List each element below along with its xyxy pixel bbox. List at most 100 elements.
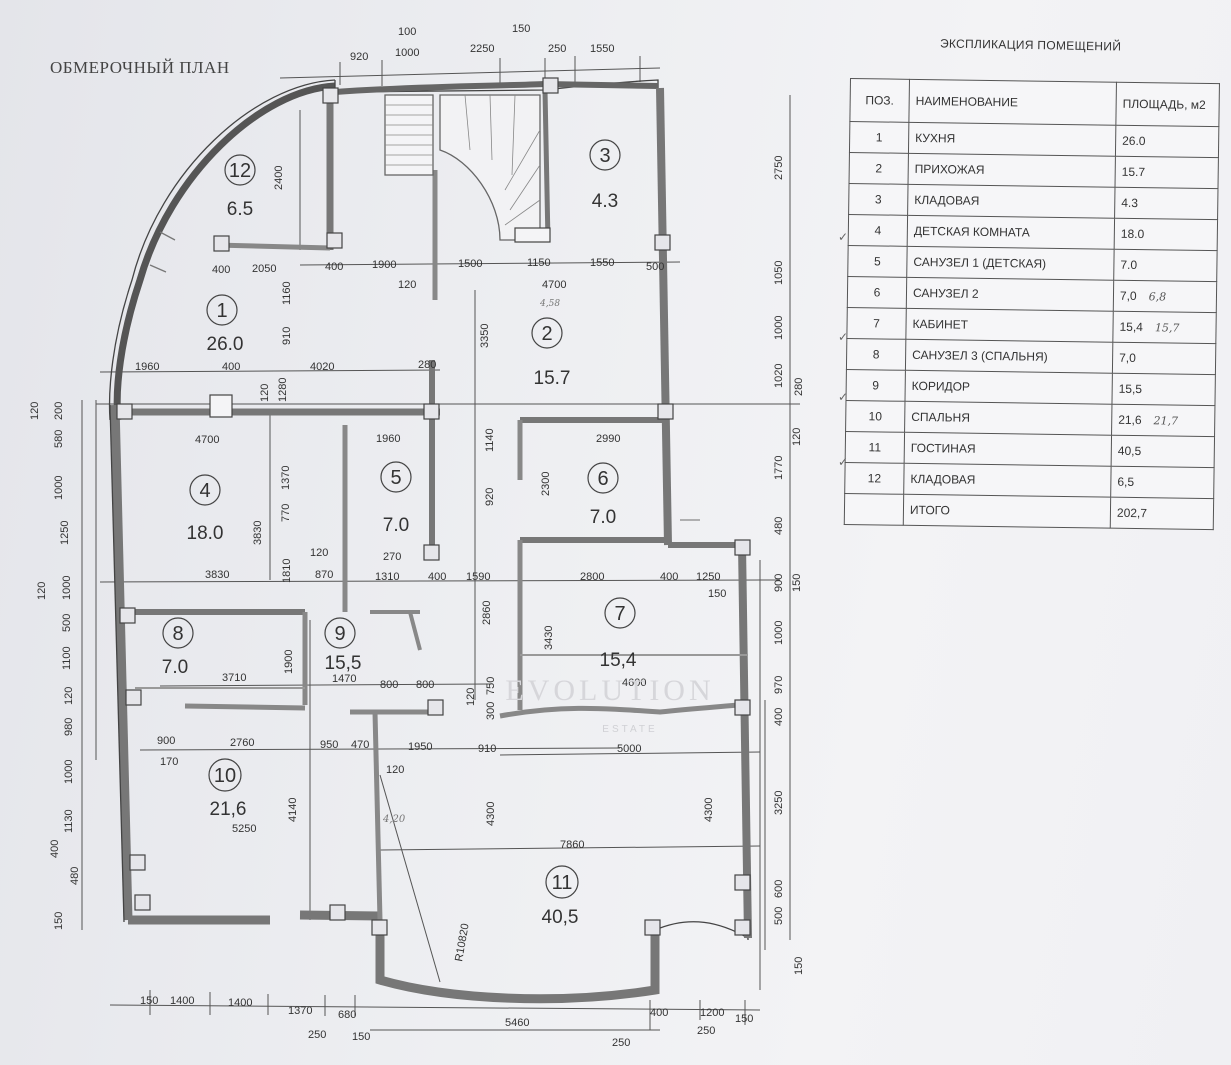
room-9-number: 9	[334, 623, 345, 645]
dim-label: 1370	[280, 466, 292, 490]
row-name: САНУЗЕЛ 3 (СПАЛЬНЯ)	[905, 339, 1113, 374]
row-pos	[844, 493, 904, 526]
dim-label: 4600	[622, 677, 646, 689]
row-area-note: 15,7	[1154, 321, 1180, 335]
dim-label: 120	[63, 687, 75, 705]
dim-label: 980	[63, 718, 75, 736]
plan-title: ОБМЕРОЧНЫЙ ПЛАН	[50, 58, 230, 77]
dim-label: 1400	[228, 997, 252, 1009]
margin-checkmarks: ✓ ✓ ✓ ✓	[838, 230, 854, 470]
dim-label: 1250	[59, 521, 71, 545]
row-name: СПАЛЬНЯ	[904, 401, 1112, 436]
dim-label: 5460	[505, 1017, 529, 1029]
dim-label: 120	[29, 402, 41, 420]
dim-label: 1590	[466, 571, 490, 583]
dim-label: 500	[61, 614, 73, 632]
room-1-area: 26.0	[207, 334, 244, 355]
dim-label: 1000	[61, 576, 73, 600]
table-header-row: ПОЗ. НАИМЕНОВАНИЕ ПЛОЩАДЬ, м2	[849, 78, 1220, 127]
dim-label: 200	[53, 402, 65, 420]
dim-label: 120	[310, 547, 328, 559]
dim-label: 2250	[470, 43, 494, 55]
total-label: ИТОГО	[903, 494, 1111, 529]
dim-label: 680	[338, 1009, 356, 1021]
dim-label: 150	[140, 995, 158, 1007]
dim-label: 3710	[222, 672, 246, 684]
dim-label: 4700	[195, 434, 219, 446]
dim-label: 120	[259, 384, 271, 402]
row-area: 15.7	[1115, 156, 1219, 189]
room-4-area: 18.0	[187, 523, 224, 544]
header-pos: ПОЗ.	[849, 78, 910, 123]
dim-label: 150	[708, 588, 726, 600]
dim-label: 150	[352, 1031, 370, 1043]
row-area: 4.3	[1114, 187, 1218, 220]
dim-label: 1000	[63, 760, 75, 784]
dim-label: 500	[773, 907, 785, 925]
dim-label: 1000	[773, 316, 785, 340]
room-8-number: 8	[172, 623, 183, 645]
dim-label: 1550	[590, 257, 614, 269]
room-5-area: 7.0	[383, 515, 409, 536]
row-area-value: 7,0	[1119, 350, 1136, 366]
dim-label: 120	[791, 428, 803, 446]
room-8-area: 7.0	[162, 657, 188, 678]
room-6-number: 6	[597, 468, 608, 490]
dim-label: 280	[793, 378, 805, 396]
row-area-value: 40,5	[1117, 443, 1142, 459]
room-10-area: 21,6	[210, 799, 247, 820]
dim-label: 1960	[376, 433, 400, 445]
row-area-value: 21,6	[1118, 412, 1142, 428]
dim-label: 120	[465, 688, 477, 706]
row-pos: 8	[846, 338, 906, 371]
dim-label: 870	[315, 569, 333, 581]
dim-label: 400	[428, 571, 446, 583]
dim-label: 2800	[580, 571, 604, 583]
room-6-area: 7.0	[590, 507, 616, 528]
dim-label: 250	[548, 43, 566, 55]
dim-label: 150	[512, 23, 530, 35]
dim-label: 400	[212, 264, 230, 276]
row-area: 15,5	[1111, 373, 1216, 406]
dim-label: 400	[650, 1007, 668, 1019]
dim-label: 1140	[484, 428, 496, 452]
room-2-number: 2	[541, 323, 552, 345]
dim-label: 470	[351, 739, 369, 751]
dim-label: 1020	[773, 364, 785, 388]
room-9-area: 15,5	[325, 653, 362, 674]
row-pos: 7	[846, 307, 907, 340]
row-pos: 10	[845, 400, 905, 433]
row-name: САНУЗЕЛ 1 (ДЕТСКАЯ)	[906, 246, 1115, 281]
row-pos: 5	[847, 245, 908, 278]
dim-label: 2860	[481, 601, 493, 625]
dim-label: 1150	[527, 257, 551, 269]
check-mark: ✓	[838, 330, 849, 344]
dim-label: 900	[773, 574, 785, 592]
dim-label: 250	[697, 1025, 715, 1037]
dim-label: 910	[281, 327, 293, 345]
dim-label: 2990	[596, 433, 620, 445]
dim-label: 100	[398, 26, 416, 38]
watermark: EVOLUTION	[505, 674, 714, 707]
dim-label: 1900	[372, 259, 396, 271]
dim-label: 2750	[773, 156, 785, 180]
dim-label: 170	[160, 756, 178, 768]
dim-label: 900	[157, 735, 175, 747]
dim-label: 1810	[281, 559, 293, 583]
dim-label: 1400	[170, 995, 194, 1007]
dim-label: 5250	[232, 823, 256, 835]
row-name: САНУЗЕЛ 2	[906, 277, 1114, 312]
dim-label: 4700	[542, 279, 566, 291]
dim-label: 3830	[205, 569, 229, 581]
room-1-number: 1	[216, 300, 227, 322]
row-pos: 11	[845, 431, 905, 464]
